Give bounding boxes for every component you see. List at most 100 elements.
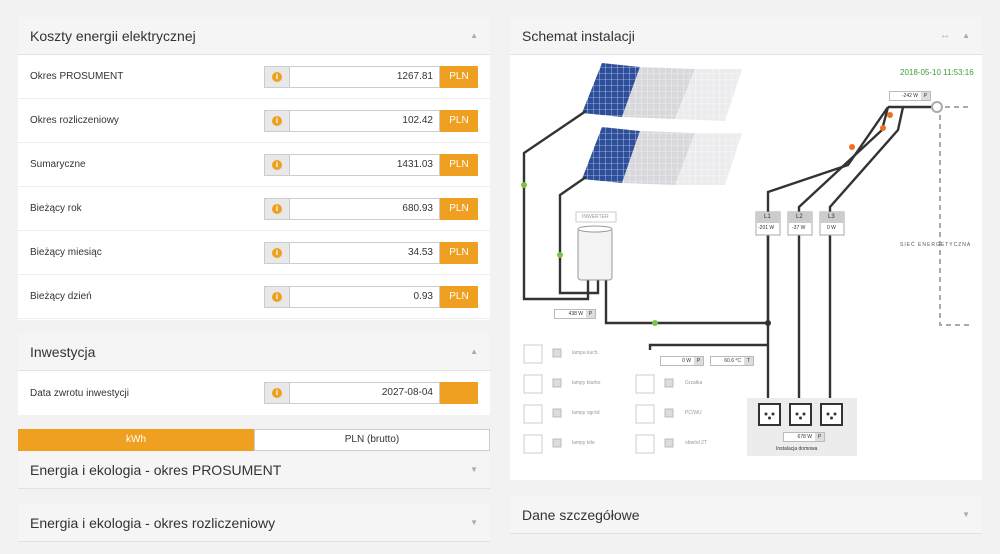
cost-input-group: i 102.42 PLN [264,109,478,132]
cost-row-month: Bieżący miesiąc i 34.53 PLN [18,231,490,275]
investment-panel-title: Inwestycja [30,343,96,360]
expand-horizontal-icon[interactable]: ↔ [940,30,951,41]
unit-tabs: kWh PLN (brutto) [18,429,490,451]
cost-input-group: i 1267.81 PLN [264,65,478,88]
info-button[interactable]: i [264,382,290,404]
node-orange [887,112,893,118]
device-icons [523,344,655,454]
cost-value-field[interactable]: 34.53 [290,241,440,264]
home-power-value: 678 W [797,434,812,440]
info-icon: i [272,71,282,82]
info-button[interactable]: i [264,65,290,88]
grid-power-readout: -242 W P [889,91,931,101]
eco-prosument-title: Energia i ekologia - okres PROSUMENT [30,461,282,478]
installation-diagram [521,63,970,456]
inverter-power-unit: P [586,310,595,318]
tab-kwh[interactable]: kWh [18,429,254,451]
currency-unit-badge: PLN [440,197,478,220]
grid-dashed-line [936,106,970,326]
costs-panel-title: Koszty energii elektrycznej [30,27,196,44]
chevron-up-icon[interactable]: ▲ [470,347,478,356]
cost-value-field[interactable]: 1431.03 [290,153,440,176]
cost-value-field[interactable]: 1267.81 [290,65,440,88]
inverter-icon [575,211,617,281]
info-icon: i [272,159,282,170]
currency-unit-badge: PLN [440,109,478,132]
chevron-up-icon[interactable]: ▲ [470,31,478,40]
grid-power-unit: P [921,92,930,100]
cost-input-group: i 0.93 PLN [264,285,478,308]
phase-boxes [755,211,845,236]
node-green [557,252,563,258]
home-power-unit: P [815,433,824,441]
currency-unit-badge: PLN [440,241,478,264]
empty-unit-badge [440,382,478,404]
pv-array-top [582,63,742,121]
chevron-down-icon[interactable]: ▼ [470,518,478,527]
cost-row-label: Okres PROSUMENT [30,71,124,82]
payback-date-field[interactable]: 2027-08-04 [290,382,440,404]
chevron-down-icon[interactable]: ▼ [962,510,970,519]
node-green [521,182,527,188]
eco-settlement-panel-header[interactable]: Energia i ekologia - okres rozliczeniowy… [18,504,490,542]
diagram-panel-header[interactable]: Schemat instalacji ↔ ▲ [510,17,982,55]
currency-unit-badge: PLN [440,285,478,308]
cost-input-group: i 34.53 PLN [264,241,478,264]
cost-value-field[interactable]: 102.42 [290,109,440,132]
node-orange [880,125,886,131]
eco-settlement-title: Energia i ekologia - okres rozliczeniowy [30,514,276,531]
device-label: Grzałka [685,380,703,386]
cost-row-year: Bieżący rok i 680.93 PLN [18,187,490,231]
cost-value-field[interactable]: 0.93 [290,285,440,308]
chevron-down-icon[interactable]: ▼ [470,465,478,474]
tab-pln-brutto[interactable]: PLN (brutto) [254,429,490,451]
phase-l3-label: L3 [828,214,835,220]
diagram-timestamp: 2018-05-10 11:53:16 [900,68,974,77]
cost-row-label: Sumaryczne [30,159,86,170]
device-label: lampa kuch. [572,350,599,356]
socket-icon [758,403,843,426]
investment-panel-body: Data zwrotu inwestycji i 2027-08-04 [18,371,490,415]
info-button[interactable]: i [264,109,290,132]
phase-l2-label: L2 [796,214,803,220]
node-junction [765,320,771,326]
device-label: lampy tele [572,440,595,446]
wiring [522,105,936,398]
heater-temp-readout: 60.6 °C T [710,356,754,366]
phase-l2-value: -37 W [792,225,806,231]
inverter-power-value: 438 W [568,311,583,317]
grid-connection-node [931,101,943,113]
device-toggle[interactable] [552,348,674,448]
home-power-readout: 678 W P [783,432,825,442]
heater-temp-unit: T [744,357,753,365]
info-icon: i [272,388,282,398]
pv-array-bottom [582,127,742,185]
investment-panel-header[interactable]: Inwestycja ▲ [18,333,490,371]
info-button[interactable]: i [264,197,290,220]
cost-input-group: i 680.93 PLN [264,197,478,220]
info-button[interactable]: i [264,241,290,264]
heater-power-unit: P [694,357,703,365]
currency-unit-badge: PLN [440,65,478,88]
details-panel-title: Dane szczegółowe [522,506,640,523]
device-label: obwód 2T [685,440,707,446]
info-button[interactable]: i [264,153,290,176]
grid-label: SIEĆ ENERGETYCZNA [900,242,972,248]
currency-unit-badge: PLN [440,153,478,176]
cost-input-group: i 1431.03 PLN [264,153,478,176]
costs-panel-header[interactable]: Koszty energii elektrycznej ▲ [18,17,490,55]
cost-value-field[interactable]: 680.93 [290,197,440,220]
grid-power-value: -242 W [901,93,918,99]
heater-power-value: 0 W [682,358,691,364]
inverter-label: INWERTER [582,214,609,220]
diagram-panel-body: 2018-05-10 11:53:16 -242 W P SIEĆ ENERGE… [510,55,982,480]
cost-row-label: Bieżący dzień [30,291,92,302]
eco-prosument-panel-header[interactable]: Energia i ekologia - okres PROSUMENT ▼ [18,451,490,489]
info-button[interactable]: i [264,285,290,308]
device-label: lampy biurko [572,380,601,386]
details-panel-header[interactable]: Dane szczegółowe ▼ [510,496,982,534]
chevron-up-icon[interactable]: ▲ [962,31,970,40]
investment-row-label: Data zwrotu inwestycji [30,387,129,399]
device-label: PC/WU [685,410,702,416]
